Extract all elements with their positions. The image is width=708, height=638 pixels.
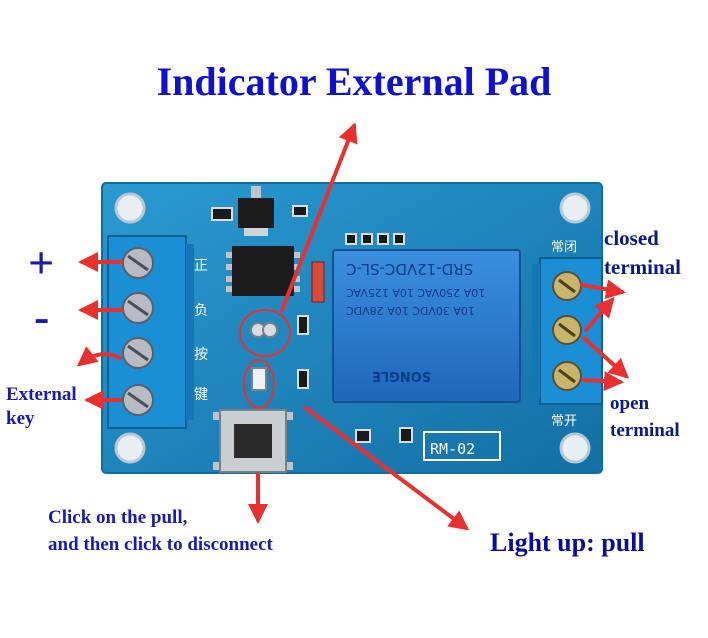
mounting-holes: [114, 192, 591, 464]
negative-label: -: [34, 291, 50, 342]
smd-components: [211, 205, 413, 443]
highlight-circles: [239, 309, 291, 409]
board-model: RM-02: [430, 440, 476, 458]
closed-terminal-label: closed terminal: [604, 226, 681, 279]
silk-positive: 正: [194, 258, 208, 274]
input-terminal-block: [107, 235, 194, 429]
arrow-closed-2: [584, 296, 615, 332]
silk-key-2: 键: [194, 387, 208, 403]
output-terminal-block: [532, 257, 603, 405]
silk-key-1: 按: [194, 347, 208, 363]
diagram-title: Indicator External Pad: [156, 59, 552, 104]
open-terminal-label: open terminal: [610, 393, 680, 441]
model-box: [423, 431, 501, 461]
light-up-label: Light up: pull: [490, 528, 645, 557]
relay-model: SRD-12VDC-SL-C: [346, 260, 474, 278]
silk-normally-open: 常开: [550, 414, 577, 429]
push-button-label: Click on the pull, and then click to dis…: [48, 507, 273, 555]
relay: [332, 249, 521, 403]
diode: [311, 261, 325, 303]
relay-brand: SONGLE: [372, 368, 432, 383]
arrow-open-2: [582, 371, 624, 392]
push-button: [213, 409, 293, 473]
arrow-open-1: [582, 336, 629, 379]
arrow-closed-1: [580, 279, 626, 300]
silk-normally-closed: 常闭: [550, 240, 577, 255]
annotation-arrows: [76, 122, 629, 531]
external-key-label: External key: [6, 384, 77, 429]
silk-negative: 负: [194, 303, 208, 319]
arrow-key-upper: [76, 346, 122, 367]
arrow-indicator-pad: [280, 122, 358, 312]
transistor: [238, 186, 274, 236]
indicator-pads: [250, 322, 278, 391]
positive-label: +: [28, 237, 55, 288]
arrow-light-up: [304, 406, 470, 531]
relay-rating-2: 10A 30VDC 10A 28VDC: [346, 304, 475, 317]
relay-rating-1: 10A 250VAC 10A 125VAC: [346, 286, 486, 299]
